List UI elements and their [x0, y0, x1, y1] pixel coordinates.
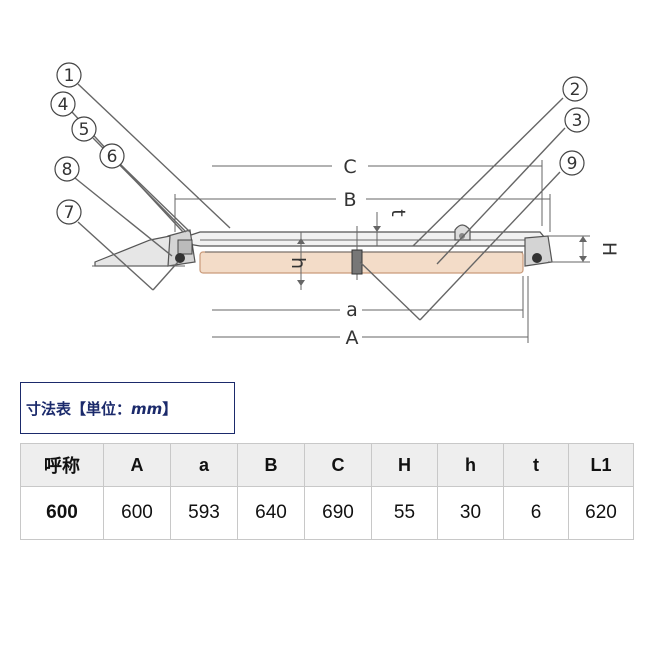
table-header-row: 呼称 A a B C H h t L1: [20, 443, 634, 487]
header-cell: 呼称: [20, 443, 104, 487]
title-unit: mm: [131, 399, 163, 418]
dimension-table: 呼称 A a B C H h t L1 600 600 593 640 690 …: [20, 443, 634, 540]
table-cell: 640: [237, 486, 305, 540]
left-hinge-block: [177, 239, 193, 255]
dim-label-a-lower: a: [346, 299, 358, 321]
svg-text:5: 5: [79, 120, 90, 140]
svg-text:1: 1: [64, 66, 75, 86]
header-cell: t: [503, 443, 569, 487]
dim-label-c: C: [343, 156, 356, 178]
svg-text:9: 9: [567, 154, 578, 174]
header-cell: B: [237, 443, 305, 487]
cross-section-diagram: C B a A H h t 1 4 5: [50, 62, 620, 349]
table-row: 600 600 593 640 690 55 30 6 620: [20, 486, 634, 540]
header-cell: A: [103, 443, 171, 487]
table-cell: 6: [503, 486, 569, 540]
callout-4: 4: [50, 91, 76, 117]
callout-2: 2: [562, 76, 588, 102]
table-title: 寸法表【単位：mm】: [26, 398, 177, 419]
title-suffix: 】: [162, 399, 178, 418]
left-bolt: [175, 253, 185, 263]
callout-6: 6: [99, 143, 125, 169]
table-cell: 600: [20, 486, 104, 540]
header-cell: L1: [568, 443, 634, 487]
callout-3: 3: [564, 107, 590, 133]
header-cell: a: [170, 443, 238, 487]
callout-9: 9: [559, 150, 585, 176]
svg-text:8: 8: [62, 160, 73, 180]
svg-text:7: 7: [64, 203, 75, 223]
dim-label-a-upper: A: [346, 327, 359, 349]
lift-handle: [454, 224, 471, 241]
header-cell: C: [304, 443, 372, 487]
title-prefix: 寸法表【単位：: [26, 399, 132, 418]
svg-text:2: 2: [570, 80, 581, 100]
dim-label-b: B: [343, 189, 356, 211]
callout-1: 1: [56, 62, 82, 88]
dim-label-h-lower: h: [287, 257, 309, 269]
svg-text:3: 3: [572, 111, 583, 131]
table-cell: 55: [371, 486, 438, 540]
table-cell: 600: [103, 486, 171, 540]
callout-7: 7: [56, 199, 82, 225]
svg-text:6: 6: [107, 147, 118, 167]
callout-8: 8: [54, 156, 80, 182]
table-cell: 30: [437, 486, 504, 540]
sloped-base: [94, 235, 171, 267]
dim-label-t: t: [387, 209, 409, 216]
table-cell: 593: [170, 486, 238, 540]
table-cell: 620: [568, 486, 634, 540]
right-bolt: [532, 253, 542, 263]
header-cell: H: [371, 443, 438, 487]
svg-text:4: 4: [58, 95, 69, 115]
header-cell: h: [437, 443, 504, 487]
table-cell: 690: [304, 486, 372, 540]
dim-label-h-upper: H: [598, 242, 620, 256]
center-screw: [351, 249, 363, 275]
table-title-box: 寸法表【単位：mm】: [20, 382, 235, 434]
callout-5: 5: [71, 116, 97, 142]
